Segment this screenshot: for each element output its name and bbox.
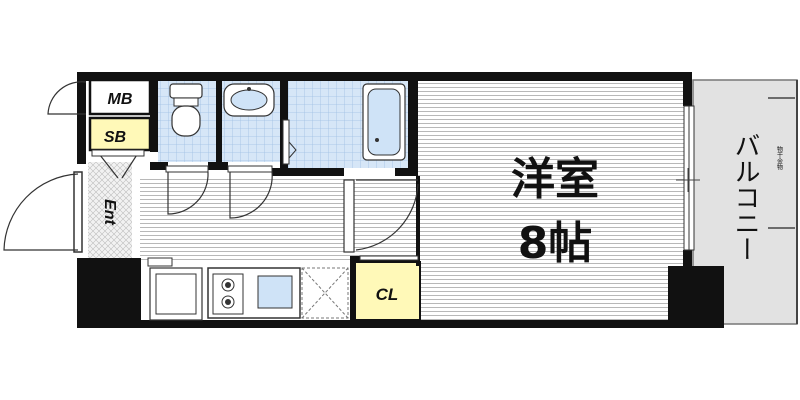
wall-wet-bottom-4 (395, 168, 418, 176)
wall-wet-bottom-3 (272, 168, 344, 176)
closet-floor (355, 262, 420, 320)
bathtub-icon (362, 83, 406, 161)
toilet-icon (169, 83, 203, 137)
bath-door (282, 119, 297, 165)
wall-kitchen-div (350, 256, 356, 322)
wall-mb-right (150, 72, 158, 152)
washbasin-icon (223, 83, 275, 117)
wall-right-pillar (683, 250, 692, 270)
shoe-box (88, 116, 152, 152)
meter-box-label: MB (108, 91, 133, 108)
room-door (343, 179, 419, 253)
wall-wet-bottom-2 (208, 162, 228, 170)
washing-machine-space (301, 267, 349, 319)
mb-door (47, 81, 87, 115)
wall-bottom (77, 320, 690, 328)
stove-icon (212, 273, 244, 315)
balcony-center-mark (676, 168, 700, 192)
balcony-label: バルコニー (730, 132, 760, 262)
entrance-door (3, 171, 83, 253)
entrance-floor (88, 162, 132, 258)
wall-room-hall (416, 176, 420, 266)
fridge-space-icon (147, 257, 203, 321)
wall-top (77, 72, 690, 81)
closet-label: CL (376, 285, 399, 304)
shoe-box-label: SB (104, 129, 126, 146)
wall-left-top (77, 72, 86, 164)
western-room-size-label: 8帖 (518, 218, 593, 269)
wall-bath-room (408, 72, 418, 176)
wall-wet-bottom-1 (150, 162, 168, 170)
wall-corner-bl (77, 258, 141, 328)
wall-right-bottom (668, 266, 724, 328)
wall-right-top (683, 72, 692, 106)
wall-toilet-wash (216, 72, 222, 170)
toilet-door (165, 165, 209, 215)
sink-icon (257, 275, 293, 309)
western-room-type-label: 洋室 (511, 154, 599, 205)
hall-floor (140, 178, 418, 262)
closet-door-rail (359, 255, 419, 261)
entrance-label: Ent (101, 199, 118, 225)
shoe-box-door (91, 149, 145, 179)
western-room-floor (418, 82, 684, 322)
washroom-door (227, 165, 273, 219)
balcony-note: 物干金物 (776, 145, 783, 171)
